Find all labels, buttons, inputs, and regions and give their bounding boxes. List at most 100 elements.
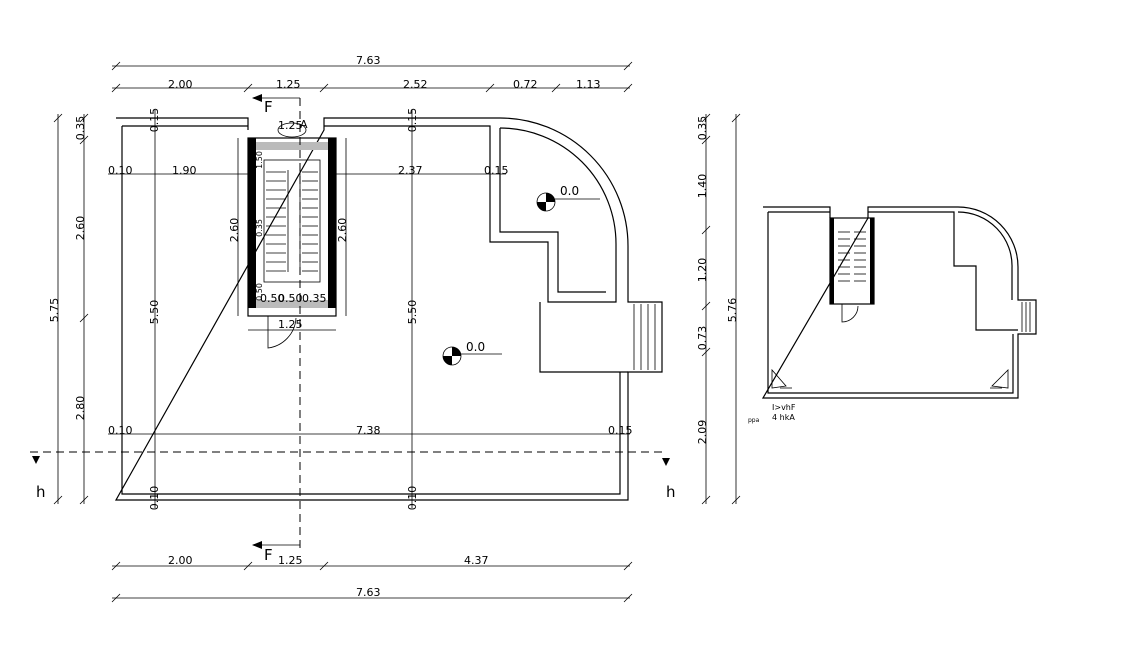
dim-tick bbox=[701, 347, 711, 357]
height-right: 5.50 bbox=[406, 300, 419, 325]
stair-inner-4: 0.50 bbox=[260, 292, 285, 305]
outer-wall bbox=[114, 117, 663, 501]
stair-inner-2: 0.35 bbox=[255, 219, 264, 237]
stair-inner-5: 0.50 bbox=[278, 292, 303, 305]
stair-inner-6: 0.35 bbox=[302, 292, 327, 305]
elevation-marker-1: 0.0 bbox=[536, 184, 600, 212]
section-mark-left: h bbox=[36, 483, 46, 501]
row1-c: 2.37 bbox=[398, 164, 423, 177]
wall-top-right: 0.15 bbox=[406, 108, 419, 133]
dim-tick bbox=[79, 495, 89, 505]
stair-inner-1: 1.50 bbox=[255, 151, 264, 169]
row2-a: 0.10 bbox=[108, 424, 133, 437]
dim-tick bbox=[319, 561, 329, 571]
mini-door-swing bbox=[841, 304, 859, 323]
wall-bottom-right: 0.10 bbox=[406, 486, 419, 511]
elevation-marker-2: 0.0 bbox=[442, 340, 502, 366]
mini-seg-5: 2.09 bbox=[696, 420, 709, 445]
stair-tag: A bbox=[300, 118, 308, 131]
dim-tick bbox=[243, 83, 253, 93]
dim-tick bbox=[701, 225, 711, 235]
bottom-dimensions: 2.00 1.25 4.37 7.63 bbox=[111, 554, 633, 603]
section-arrowhead-top bbox=[252, 94, 262, 102]
mini-stair-wall-left bbox=[830, 218, 834, 304]
stair-right-dim: 2.60 bbox=[336, 218, 349, 243]
mini-seg-1: 0.35 bbox=[696, 116, 709, 141]
mini-note-1: I>vhF bbox=[772, 403, 796, 412]
dim-tick bbox=[79, 313, 89, 323]
dim-tick bbox=[701, 135, 711, 145]
elevation-label-2: 0.0 bbox=[466, 340, 485, 354]
mini-seg-2: 1.40 bbox=[696, 174, 709, 199]
dim-tick bbox=[485, 83, 495, 93]
dim-tick bbox=[79, 135, 89, 145]
mini-note-prefix: ppa bbox=[748, 417, 760, 424]
section-arrowhead-bottom bbox=[252, 541, 262, 549]
main-floor-plan: A F F h h 0.0 0.0 bbox=[30, 54, 676, 603]
bottom-total: 7.63 bbox=[356, 586, 381, 599]
top-dimensions: 7.63 2.00 1.25 2.52 0.72 1.13 bbox=[111, 54, 633, 93]
mini-external-steps bbox=[1021, 302, 1031, 332]
inner-notch bbox=[499, 128, 606, 362]
top-seg-1: 2.00 bbox=[168, 78, 193, 91]
dim-tick bbox=[243, 561, 253, 571]
dim-tick bbox=[731, 113, 741, 123]
dim-tick bbox=[53, 495, 63, 505]
stair-bottom-dim: 1.25 bbox=[278, 318, 303, 331]
dim-tick bbox=[79, 113, 89, 123]
left-dimensions: 5.75 0.35 2.60 2.80 bbox=[48, 113, 89, 505]
top-seg-2: 1.25 bbox=[276, 78, 301, 91]
section-mark-right: h bbox=[666, 483, 676, 501]
height-left: 5.50 bbox=[148, 300, 161, 325]
dim-tick bbox=[111, 61, 121, 71]
stair-wall-bottom bbox=[256, 300, 328, 308]
mini-floor-plan: I>vhF 4 hkA ppa 0.35 1.40 1.20 0.73 2.09… bbox=[696, 113, 1037, 505]
mini-seg-3: 1.20 bbox=[696, 258, 709, 283]
mini-stair-steps bbox=[838, 231, 866, 282]
mini-total: 5.76 bbox=[726, 298, 739, 323]
top-seg-3: 2.52 bbox=[403, 78, 428, 91]
stair-inner-3: 0.50 bbox=[255, 283, 264, 301]
mini-outer-wall bbox=[761, 206, 1037, 399]
section-arrowhead-left bbox=[32, 456, 40, 464]
stair-wall-left bbox=[248, 138, 256, 308]
left-seg-3: 2.80 bbox=[74, 396, 87, 421]
stair-wall-right bbox=[328, 138, 336, 308]
mini-stair-wall-right bbox=[870, 218, 874, 304]
row1-b: 1.90 bbox=[172, 164, 197, 177]
mini-seg-4: 0.73 bbox=[696, 326, 709, 351]
stair-well bbox=[263, 159, 321, 283]
dim-tick bbox=[731, 495, 741, 505]
bottom-seg-1: 2.00 bbox=[168, 554, 193, 567]
stair-tag-oval bbox=[277, 122, 307, 138]
dim-tick bbox=[319, 83, 329, 93]
dim-tick bbox=[623, 593, 633, 603]
door-swing bbox=[267, 316, 297, 349]
mini-corner-mark-left bbox=[771, 368, 787, 389]
row1-a: 0.10 bbox=[108, 164, 133, 177]
dim-tick bbox=[701, 301, 711, 311]
stair-top-dim: 1.25 bbox=[278, 119, 303, 132]
section-mark-bottom: F bbox=[264, 546, 273, 564]
dim-tick bbox=[623, 61, 633, 71]
dim-tick bbox=[623, 561, 633, 571]
top-seg-4: 0.72 bbox=[513, 78, 538, 91]
top-seg-5: 1.13 bbox=[576, 78, 601, 91]
dim-tick bbox=[111, 83, 121, 93]
row2-c: 0.15 bbox=[608, 424, 633, 437]
dim-tick bbox=[701, 495, 711, 505]
stair-steps bbox=[266, 171, 318, 272]
inner-wall bbox=[121, 125, 628, 495]
mini-stair bbox=[829, 217, 875, 305]
top-total: 7.63 bbox=[356, 54, 381, 67]
dim-tick bbox=[53, 113, 63, 123]
left-seg-1: 0.35 bbox=[74, 116, 87, 141]
dim-tick bbox=[111, 561, 121, 571]
interior-dimensions: 0.15 0.15 0.10 1.90 2.37 0.15 0.10 7.38 … bbox=[108, 108, 633, 511]
row1-d: 0.15 bbox=[484, 164, 509, 177]
stair-wall-top bbox=[256, 142, 328, 150]
dim-tick bbox=[111, 593, 121, 603]
dim-tick bbox=[701, 113, 711, 123]
mini-inner-wall bbox=[767, 211, 1018, 394]
bottom-seg-3: 4.37 bbox=[464, 554, 489, 567]
